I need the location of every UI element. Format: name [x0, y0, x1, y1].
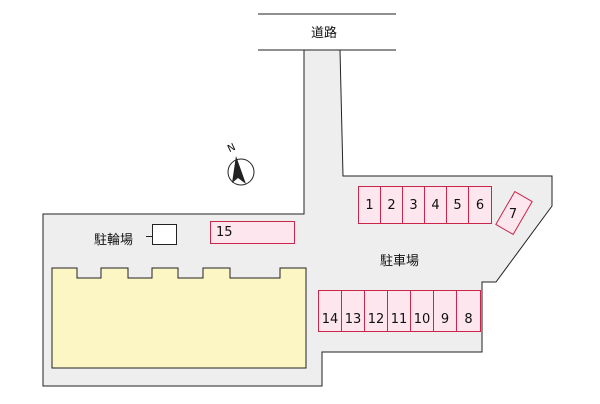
parking-spot: 5	[446, 186, 469, 224]
parking-spot: 9	[433, 290, 457, 332]
parking-spot-7: 7	[495, 190, 533, 236]
road-label: 道路	[311, 26, 338, 41]
bicycle-parking-label: 駐輪場	[94, 233, 134, 248]
parking-spot: 12	[364, 290, 388, 332]
parking-spot: 10	[410, 290, 434, 332]
parking-spot: 8	[456, 290, 481, 332]
parking-spot-15: 15	[210, 221, 295, 244]
parking-spot: 14	[318, 290, 342, 332]
parking-spot: 3	[402, 186, 425, 224]
spot-7-number: 7	[509, 207, 517, 222]
building	[51, 267, 307, 369]
compass-icon	[227, 156, 255, 186]
parking-spot: 13	[341, 290, 365, 332]
bicycle-parking-area	[152, 224, 177, 245]
parking-spot: 11	[387, 290, 411, 332]
bicycle-parking-leader-line	[146, 236, 153, 237]
parking-spot: 1	[358, 186, 381, 224]
parking-spot: 4	[424, 186, 447, 224]
parking-spot: 6	[468, 186, 492, 224]
parking-lot-label: 駐車場	[380, 254, 420, 269]
parking-spot: 2	[380, 186, 403, 224]
